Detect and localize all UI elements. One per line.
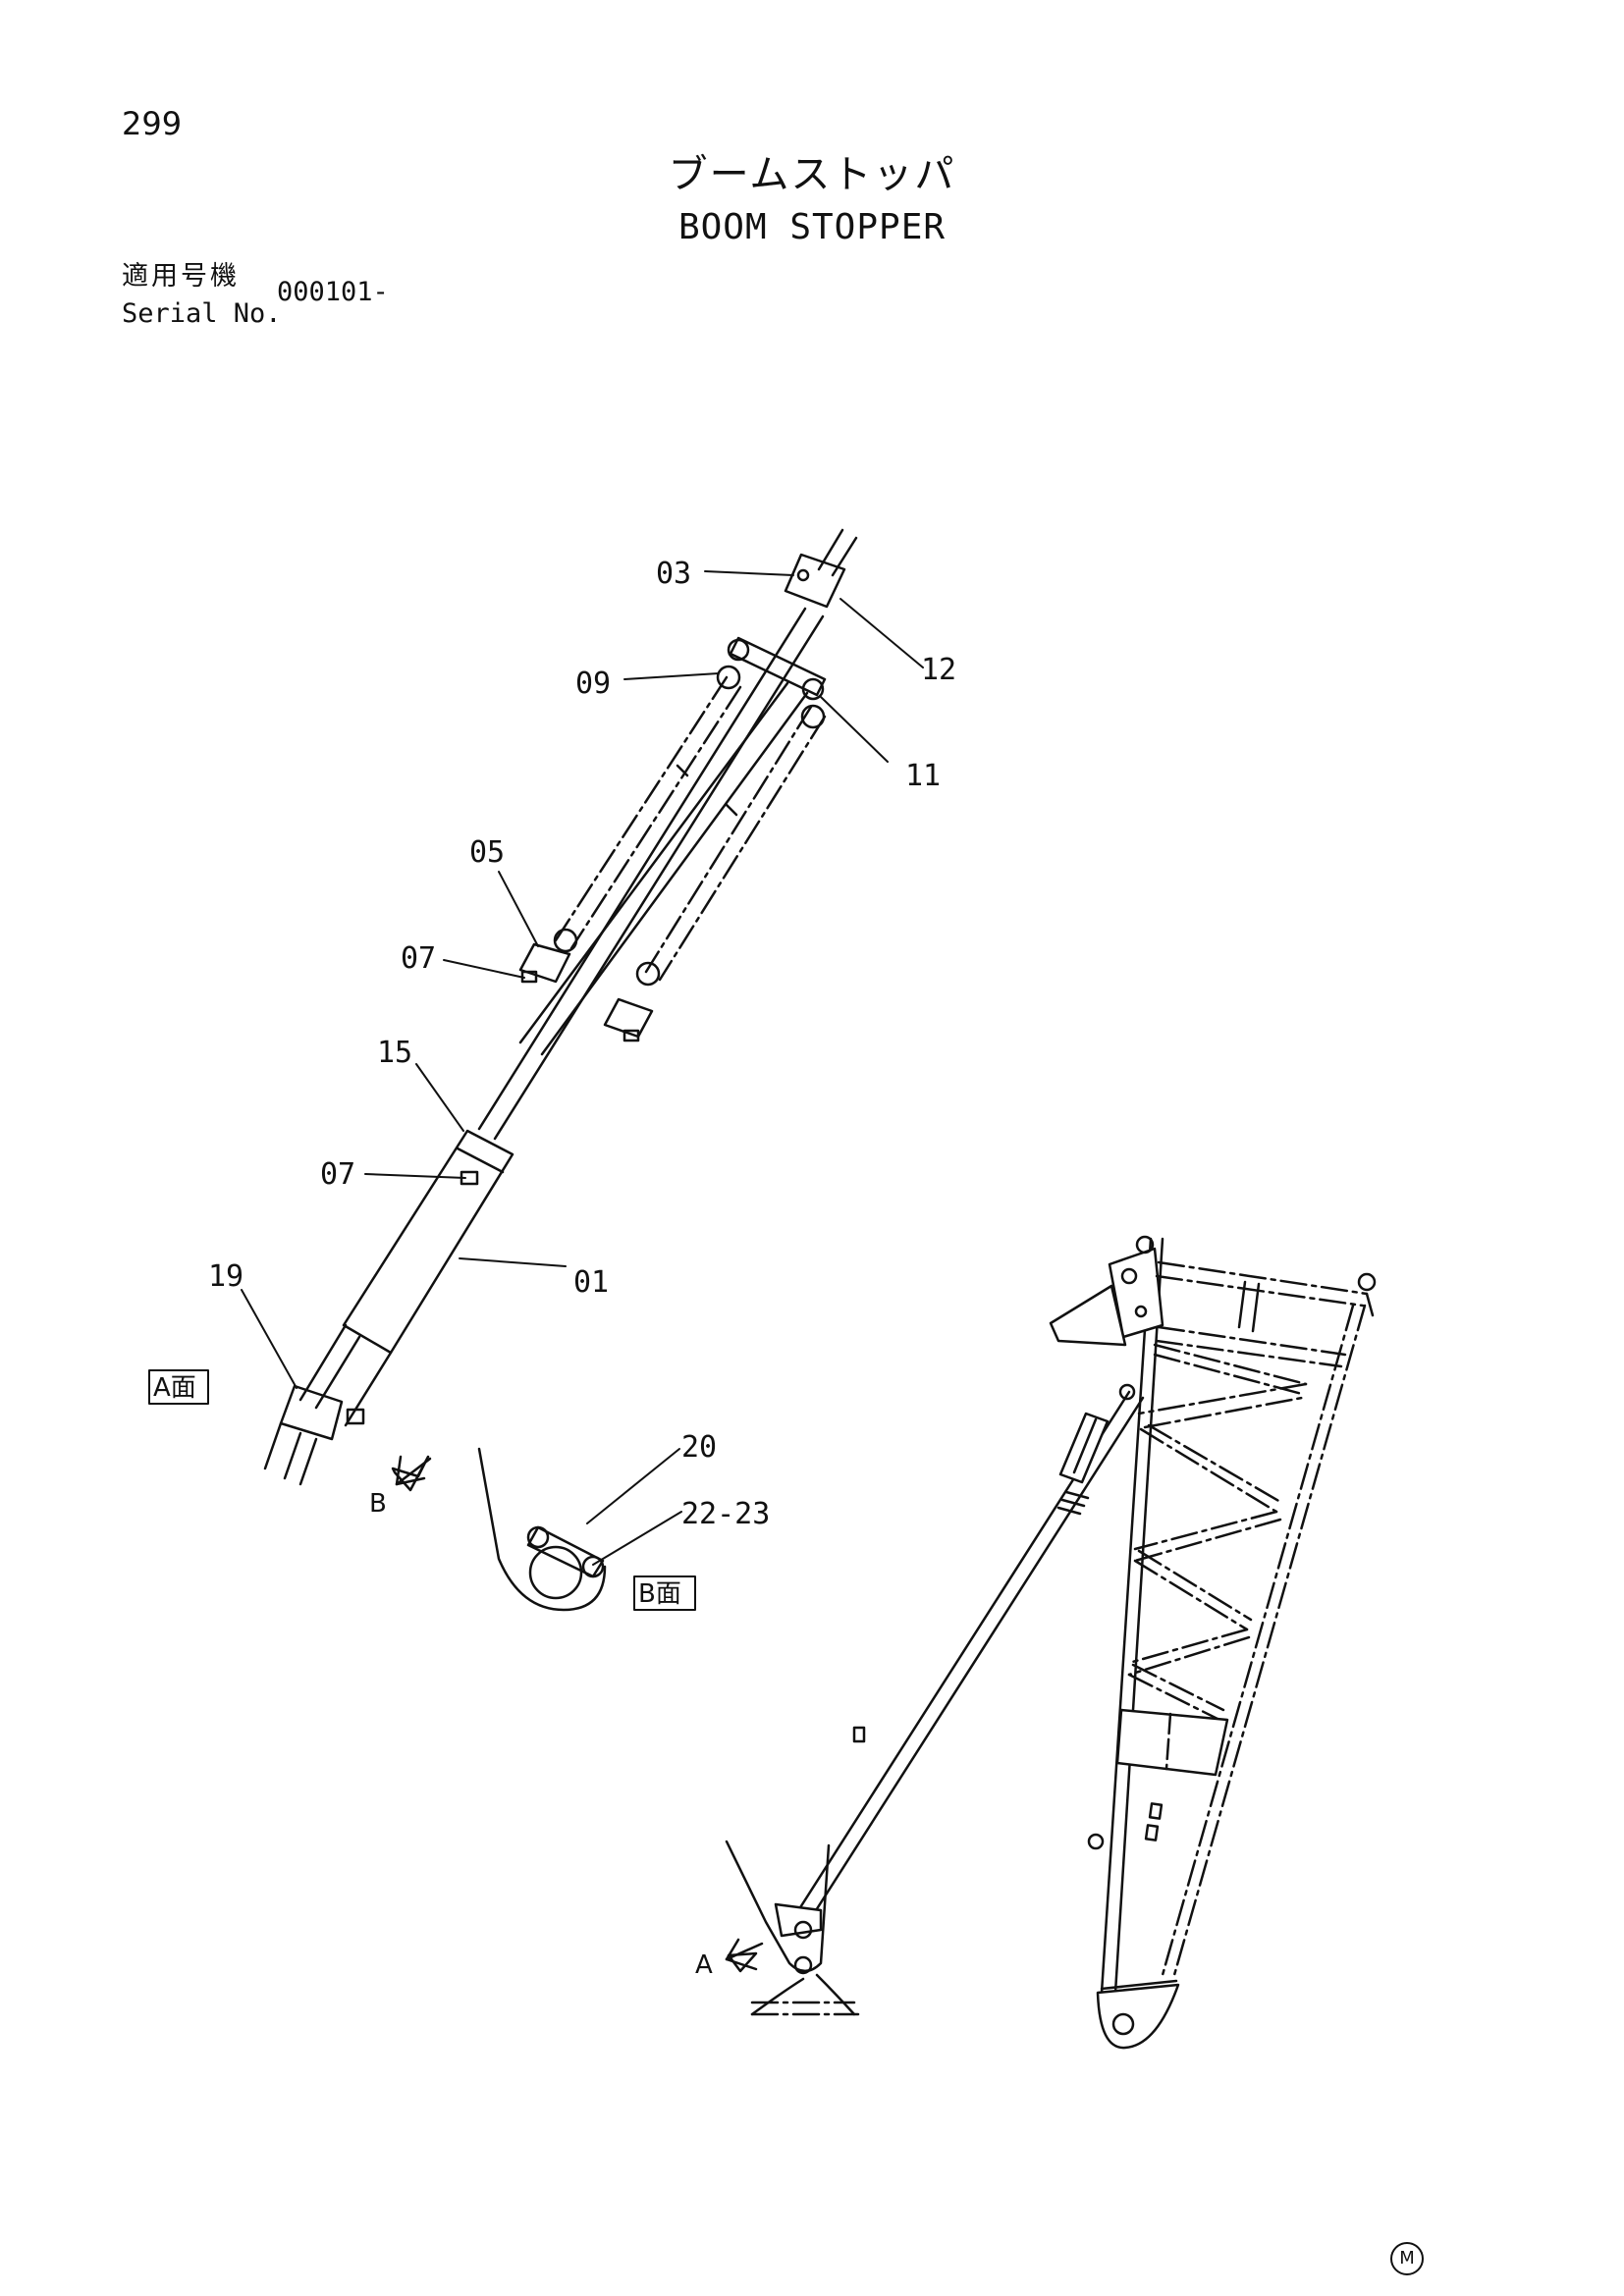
callout-05: 05 <box>469 835 505 870</box>
callout-01: 01 <box>573 1265 609 1300</box>
serial-number-value: 000101- <box>277 277 389 307</box>
page-number: 299 <box>122 105 183 142</box>
stopper-assembly <box>263 528 858 1486</box>
callout-12: 12 <box>921 653 956 687</box>
view-label-a: A面 <box>148 1369 209 1405</box>
serial-label-japanese: 適用号機 <box>122 261 240 292</box>
corner-mark: M <box>1390 2242 1424 2275</box>
view-label-a-text: A面 <box>153 1373 196 1403</box>
callout-20: 20 <box>681 1430 717 1465</box>
callout-09: 09 <box>575 667 611 701</box>
view-b-arrow <box>391 1455 432 1492</box>
callout-15: 15 <box>377 1036 412 1070</box>
callout-07-lower: 07 <box>320 1157 355 1192</box>
callout-11: 11 <box>905 759 941 793</box>
callout-22-23: 22-23 <box>681 1497 770 1531</box>
callout-labels: 03 12 09 11 05 07 15 07 01 19 20 22-23 B… <box>208 557 956 1980</box>
view-a-arrow-letter: A <box>695 1950 713 1980</box>
view-b-detail <box>477 1447 607 1612</box>
view-b-arrow-letter: B <box>369 1489 387 1519</box>
leader-lines <box>241 570 924 1566</box>
boom-side-view <box>725 1235 1377 2050</box>
title-english: BOOM STOPPER <box>677 207 947 247</box>
callout-07-upper: 07 <box>401 941 436 976</box>
callout-03: 03 <box>656 557 691 591</box>
view-a-arrow <box>725 1938 764 1973</box>
title-japanese: ブームストッパ <box>668 152 956 197</box>
callout-19: 19 <box>208 1259 244 1294</box>
view-label-b-text: B面 <box>638 1579 681 1609</box>
view-label-b: B面 <box>633 1575 696 1611</box>
serial-label-english: Serial No. <box>122 298 282 329</box>
